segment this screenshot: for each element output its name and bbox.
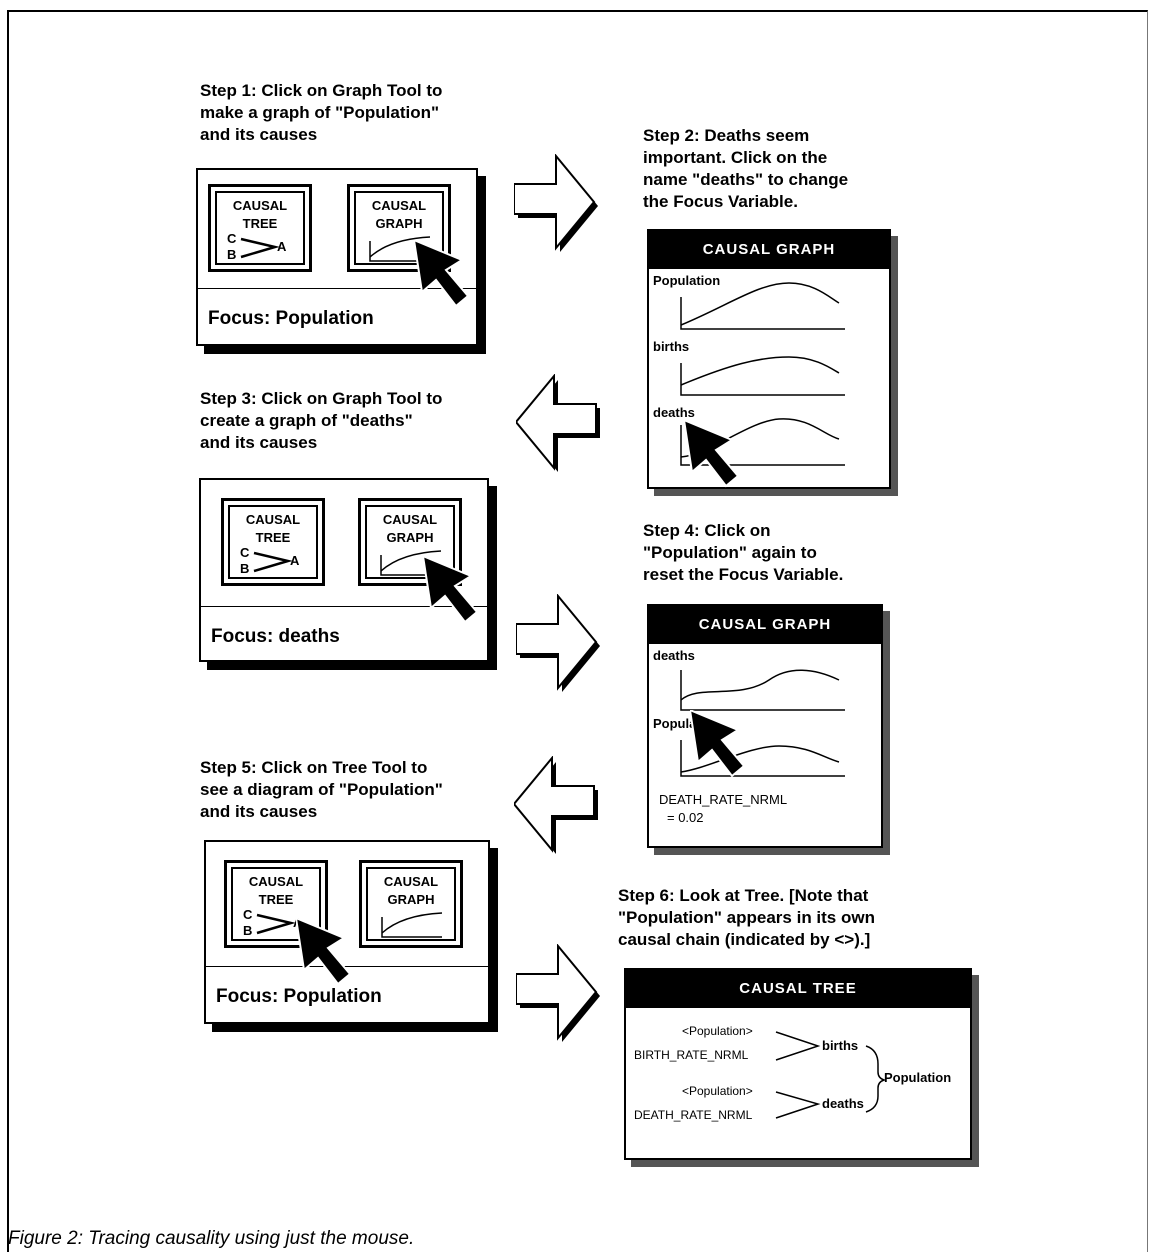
svg-text:B: B [240, 561, 249, 576]
parameter-name: DEATH_RATE_NRML [659, 792, 788, 807]
svg-text:A: A [277, 239, 287, 254]
tree-node-death-rate[interactable]: DEATH_RATE_NRML [634, 1108, 753, 1122]
causal-graph-tool-label: CAUSAL GRAPH [382, 512, 438, 545]
graph-label-births[interactable]: births [653, 339, 690, 354]
window-title: CAUSAL TREE [626, 970, 970, 1008]
svg-text:B: B [227, 247, 236, 262]
svg-text:C: C [240, 545, 250, 560]
step-4-text: Step 4: Click on "Population" again to r… [643, 521, 844, 584]
mouse-cursor-icon [684, 420, 739, 487]
tree-node-population-root[interactable]: Population [884, 1070, 952, 1085]
mouse-cursor-icon [414, 240, 469, 307]
causal-graph-tool-button[interactable]: CAUSAL GRAPH [359, 860, 463, 948]
graph-plots [680, 669, 845, 777]
arrow-left-icon [516, 375, 601, 473]
causal-graph-tool-button[interactable]: CAUSAL GRAPH [347, 184, 451, 272]
svg-text:C: C [243, 907, 253, 922]
panel-divider [201, 606, 487, 607]
tree-node-birth-rate[interactable]: BIRTH_RATE_NRML [634, 1048, 749, 1062]
causal-tree-tool-label: CAUSAL TREE [245, 512, 301, 545]
figure-caption: Figure 2: Tracing causality using just t… [8, 1228, 415, 1249]
mouse-cursor-icon [690, 710, 745, 777]
figure-frame [7, 10, 1148, 1252]
step-6-text: Step 6: Look at Tree. [Note that "Popula… [618, 886, 875, 949]
graph-label-population[interactable]: Population [653, 273, 721, 288]
svg-text:B: B [243, 923, 252, 938]
graph-plots [680, 282, 845, 466]
svg-text:C: C [227, 231, 237, 246]
tree-node-births[interactable]: births [822, 1038, 859, 1053]
arrow-right-icon [514, 155, 599, 253]
focus-label: Focus: Population [216, 986, 382, 1007]
causal-graph-window-1: CAUSAL GRAPH Population births deaths [647, 229, 891, 489]
focus-label: Focus: Population [208, 308, 374, 329]
causal-graph-window-2: CAUSAL GRAPH deaths Population DEATH_RAT… [647, 604, 883, 848]
arrow-right-icon [516, 595, 601, 693]
tree-glyph-icon: C B A [227, 231, 287, 262]
step-5-text: Step 5: Click on Tree Tool to see a diag… [200, 758, 443, 821]
causal-tree-tool-label: CAUSAL TREE [232, 198, 288, 231]
causal-tree-tool-button[interactable]: CAUSAL TREE C B A [221, 498, 325, 586]
step-2-text: Step 2: Deaths seem important. Click on … [643, 126, 849, 211]
graph-label-deaths[interactable]: deaths [653, 648, 695, 663]
step-1-text: Step 1: Click on Graph Tool to make a gr… [200, 81, 443, 144]
tree-node-population-loop-2[interactable]: <Population> [682, 1084, 753, 1098]
panel-divider [198, 288, 476, 289]
window-title: CAUSAL GRAPH [649, 606, 881, 644]
tree-node-deaths[interactable]: deaths [822, 1096, 864, 1111]
tree-connectors [775, 1031, 887, 1119]
mouse-cursor-icon [296, 918, 351, 985]
svg-text:A: A [290, 553, 300, 568]
graph-glyph-icon [380, 550, 442, 576]
causal-tree-window: CAUSAL TREE <Population> BIRTH_RATE_NRML… [624, 968, 972, 1160]
causal-tree-tool-button[interactable]: CAUSAL TREE C B A [208, 184, 312, 272]
step-3-text: Step 3: Click on Graph Tool to create a … [200, 389, 443, 452]
parameter-value: = 0.02 [667, 810, 704, 825]
tool-panel-3: CAUSAL TREE C B A CAUSAL GRAPH Focus: Po… [204, 840, 490, 1024]
focus-label: Focus: deaths [211, 626, 340, 647]
tool-panel-2: CAUSAL TREE C B A CAUSAL GRAPH Focus: de… [199, 478, 489, 662]
graph-glyph-icon [381, 912, 443, 938]
tool-panel-1: CAUSAL TREE C B A CAUSAL GRAPH Focus: Po… [196, 168, 478, 346]
window-title: CAUSAL GRAPH [649, 231, 889, 269]
panel-divider [206, 966, 488, 967]
causal-graph-tool-label: CAUSAL GRAPH [383, 874, 439, 907]
graph-glyph-icon [369, 236, 431, 262]
causal-graph-tool-label: CAUSAL GRAPH [371, 198, 427, 231]
graph-label-deaths[interactable]: deaths [653, 405, 695, 420]
mouse-cursor-icon [423, 556, 478, 623]
tree-glyph-icon: C B A [240, 545, 300, 576]
causal-tree-tool-label: CAUSAL TREE [248, 874, 304, 907]
arrow-left-icon [514, 757, 599, 855]
tree-node-population-loop-1[interactable]: <Population> [682, 1024, 753, 1038]
arrow-right-icon [516, 945, 601, 1043]
